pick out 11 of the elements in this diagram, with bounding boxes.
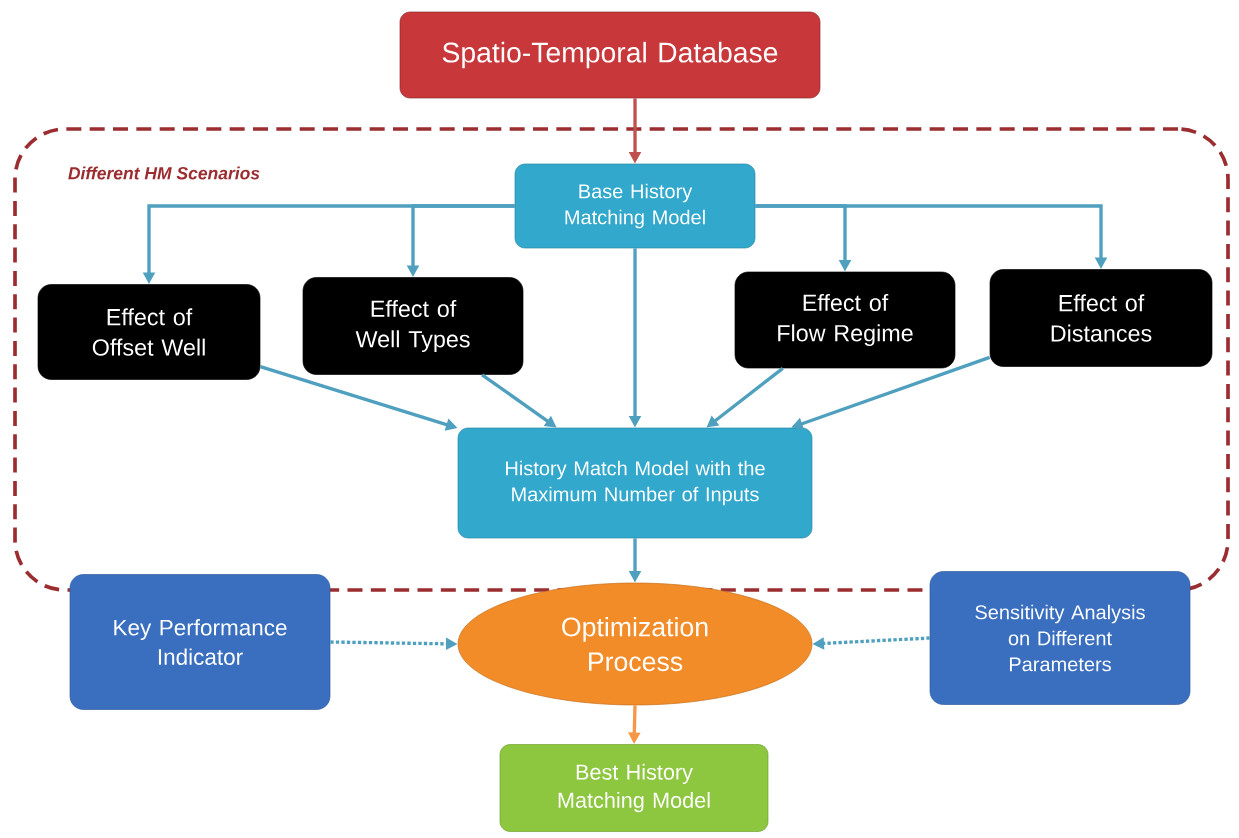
effect-box: Effect of Distances [989, 269, 1213, 367]
effect-box: Effect of Well Types [302, 277, 524, 375]
model-box: History Match Model with the Maximum Number of Inputs [457, 427, 813, 539]
effect-box: Effect of Flow Regime [734, 271, 956, 369]
region-heading: Different HM Scenarios [68, 166, 260, 180]
result-box: Best History Matching Model [499, 744, 769, 832]
database-box: Spatio-Temporal Database [399, 11, 821, 99]
effect-box: Effect of Offset Well [37, 284, 261, 380]
model-box: Base History Matching Model [514, 163, 756, 249]
input-box: Sensitivity Analysis on Different Parameters [929, 571, 1191, 705]
input-box: Key Performance Indicator [69, 574, 331, 710]
